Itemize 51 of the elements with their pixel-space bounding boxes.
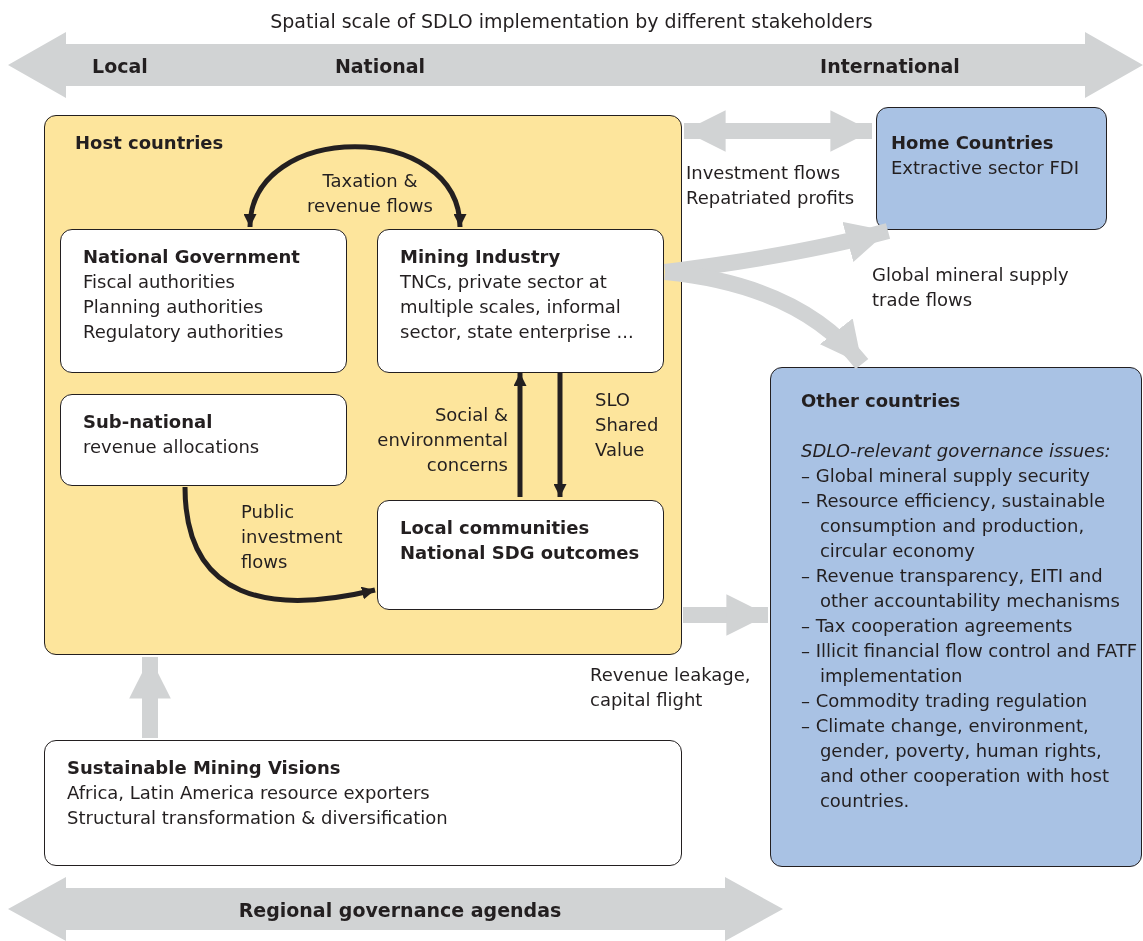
edge-label: Public investment flows [241, 500, 344, 574]
process-box [60, 394, 347, 486]
edge-label: SLO Shared Value [595, 388, 660, 462]
arrow [513, 373, 527, 497]
list-item: – Tax cooperation agreements [801, 614, 1074, 638]
node-heading: Mining Industry [400, 245, 562, 269]
edge-label: Revenue leakage, capital flight [590, 663, 752, 712]
home-countries-box [876, 107, 1107, 230]
arrow [245, 144, 465, 228]
node-text: Planning authorities [83, 295, 265, 319]
process-box [44, 740, 682, 866]
node-heading: National Government [83, 245, 301, 269]
arrow [553, 373, 567, 497]
arrow [182, 486, 376, 603]
node-heading: Sub-national [83, 410, 214, 434]
process-box [60, 229, 347, 373]
node-text: Extractive sector FDI [891, 156, 1080, 180]
other-countries-box [770, 367, 1142, 867]
node-text: Africa, Latin America resource exporters [67, 781, 431, 805]
node-heading: Host countries [75, 131, 225, 155]
list-item: – Global mineral supply security [801, 464, 1091, 488]
list-item: – Climate change, environment, gender, poverty, human rights, and other cooperation with host countries. [801, 714, 1110, 813]
process-box [377, 500, 664, 610]
node-text: revenue allocations [83, 435, 261, 459]
diagram-title: Spatial scale of SDLO implementation by different stakeholders [269, 9, 874, 34]
node-heading: Other countries [801, 389, 962, 413]
edge-label: Taxation & revenue flows [306, 169, 434, 218]
list-item: – Illicit financial flow control and FATF implementation [801, 639, 1138, 688]
scale-label: International [819, 54, 961, 79]
node-text: SDLO-relevant governance issues: [801, 439, 1112, 463]
arrow [683, 594, 768, 636]
list-item: – Revenue transparency, EITI and other accountability mechanisms [801, 564, 1121, 613]
edge-label: Social & environmental concerns [376, 403, 508, 477]
host-countries-panel [44, 115, 682, 655]
arrow [684, 110, 872, 152]
edge-label: Global mineral supply trade flows [872, 263, 1070, 312]
arrow [129, 657, 171, 738]
scale-label: National [333, 54, 427, 79]
list-item: – Resource efficiency, sustainable consumption and production, circular economy [801, 489, 1107, 563]
node-text: TNCs, private sector at multiple scales, informal sector, state enterprise ... [400, 270, 635, 344]
node-heading: Sustainable Mining Visions [67, 756, 342, 780]
process-box [377, 229, 664, 373]
scale-label: Regional governance agendas [237, 898, 563, 923]
scale-label: Local [91, 54, 149, 79]
node-text: Regulatory authorities [83, 320, 285, 344]
node-text: Structural transformation & diversification [67, 806, 449, 830]
node-heading: Home Countries [891, 131, 1055, 155]
list-item: – Commodity trading regulation [801, 689, 1089, 713]
node-text: Fiscal authorities [83, 270, 236, 294]
node-heading: Local communities National SDG outcomes [400, 516, 641, 565]
edge-label: Investment flows Repatriated profits [686, 161, 856, 210]
